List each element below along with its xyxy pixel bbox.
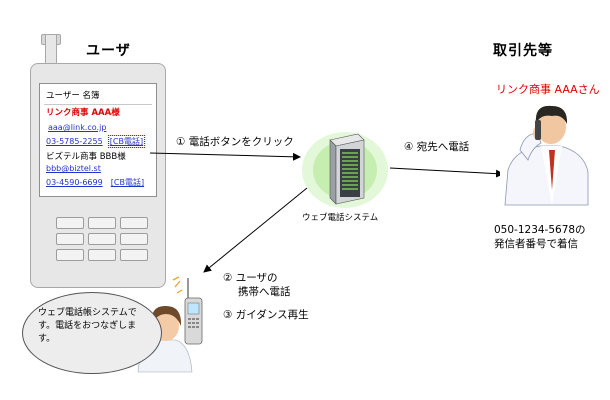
contact2-email[interactable]: bbb@biztel.st xyxy=(46,164,101,173)
step1-label: ① 電話ボタンをクリック xyxy=(176,136,294,148)
phone-key xyxy=(88,233,116,245)
phone-key xyxy=(88,249,116,261)
contact1-phone[interactable]: 03-5785-2255 xyxy=(46,137,103,146)
arrow-step4 xyxy=(389,167,504,178)
contact1-email[interactable]: aaa@link.co.jp xyxy=(48,123,107,132)
server-label: ウェブ電話システム xyxy=(302,213,379,223)
mobile-phone-icon xyxy=(172,276,203,345)
partner-name: リンク商事 AAAさん xyxy=(496,83,600,96)
screen-divider xyxy=(44,104,152,105)
contact2-name: ビズテル商事 BBB様 xyxy=(46,152,126,162)
arrow-step2 xyxy=(203,187,308,273)
speech-bubble-text: ウェブ電話帳システムです。電話をおつなぎします。 xyxy=(38,308,137,344)
phone-key xyxy=(56,217,84,229)
phone-screen: ユーザー 名簿 リンク商事 AAA様 aaa@link.co.jp 03-578… xyxy=(39,83,157,197)
partner-person-icon xyxy=(500,105,589,206)
speech-bubble xyxy=(22,292,162,374)
phone-key xyxy=(56,233,84,245)
phone-key xyxy=(120,249,148,261)
contact1-name: リンク商事 AAA様 xyxy=(46,108,120,118)
phone-key xyxy=(120,233,148,245)
contact2-phone[interactable]: 03-4590-6699 xyxy=(46,178,103,187)
phone-antenna-stem xyxy=(45,34,57,65)
phone-key xyxy=(120,217,148,229)
step2-label-line2: 携帯へ電話 xyxy=(238,286,291,298)
step2-label-line1: ② ユーザの xyxy=(223,272,278,284)
user-heading: ユーザ xyxy=(86,43,131,59)
address-book-title: ユーザー 名簿 xyxy=(46,91,100,101)
caller-id-line2: 発信者番号で着信 xyxy=(494,238,578,250)
arrow-step1 xyxy=(149,152,301,161)
phone-key xyxy=(88,217,116,229)
contact2-cb-call-button[interactable]: [CB電話] xyxy=(110,178,145,187)
phone-key xyxy=(56,249,84,261)
caller-id-line1: 050-1234-5678の xyxy=(494,224,586,236)
step4-label: ④ 宛先へ電話 xyxy=(404,141,470,153)
contact1-cb-call-button[interactable]: [CB電話] xyxy=(107,135,146,148)
server-icon xyxy=(302,132,388,208)
step3-label: ③ ガイダンス再生 xyxy=(223,309,309,321)
partner-heading: 取引先等 xyxy=(493,43,553,59)
